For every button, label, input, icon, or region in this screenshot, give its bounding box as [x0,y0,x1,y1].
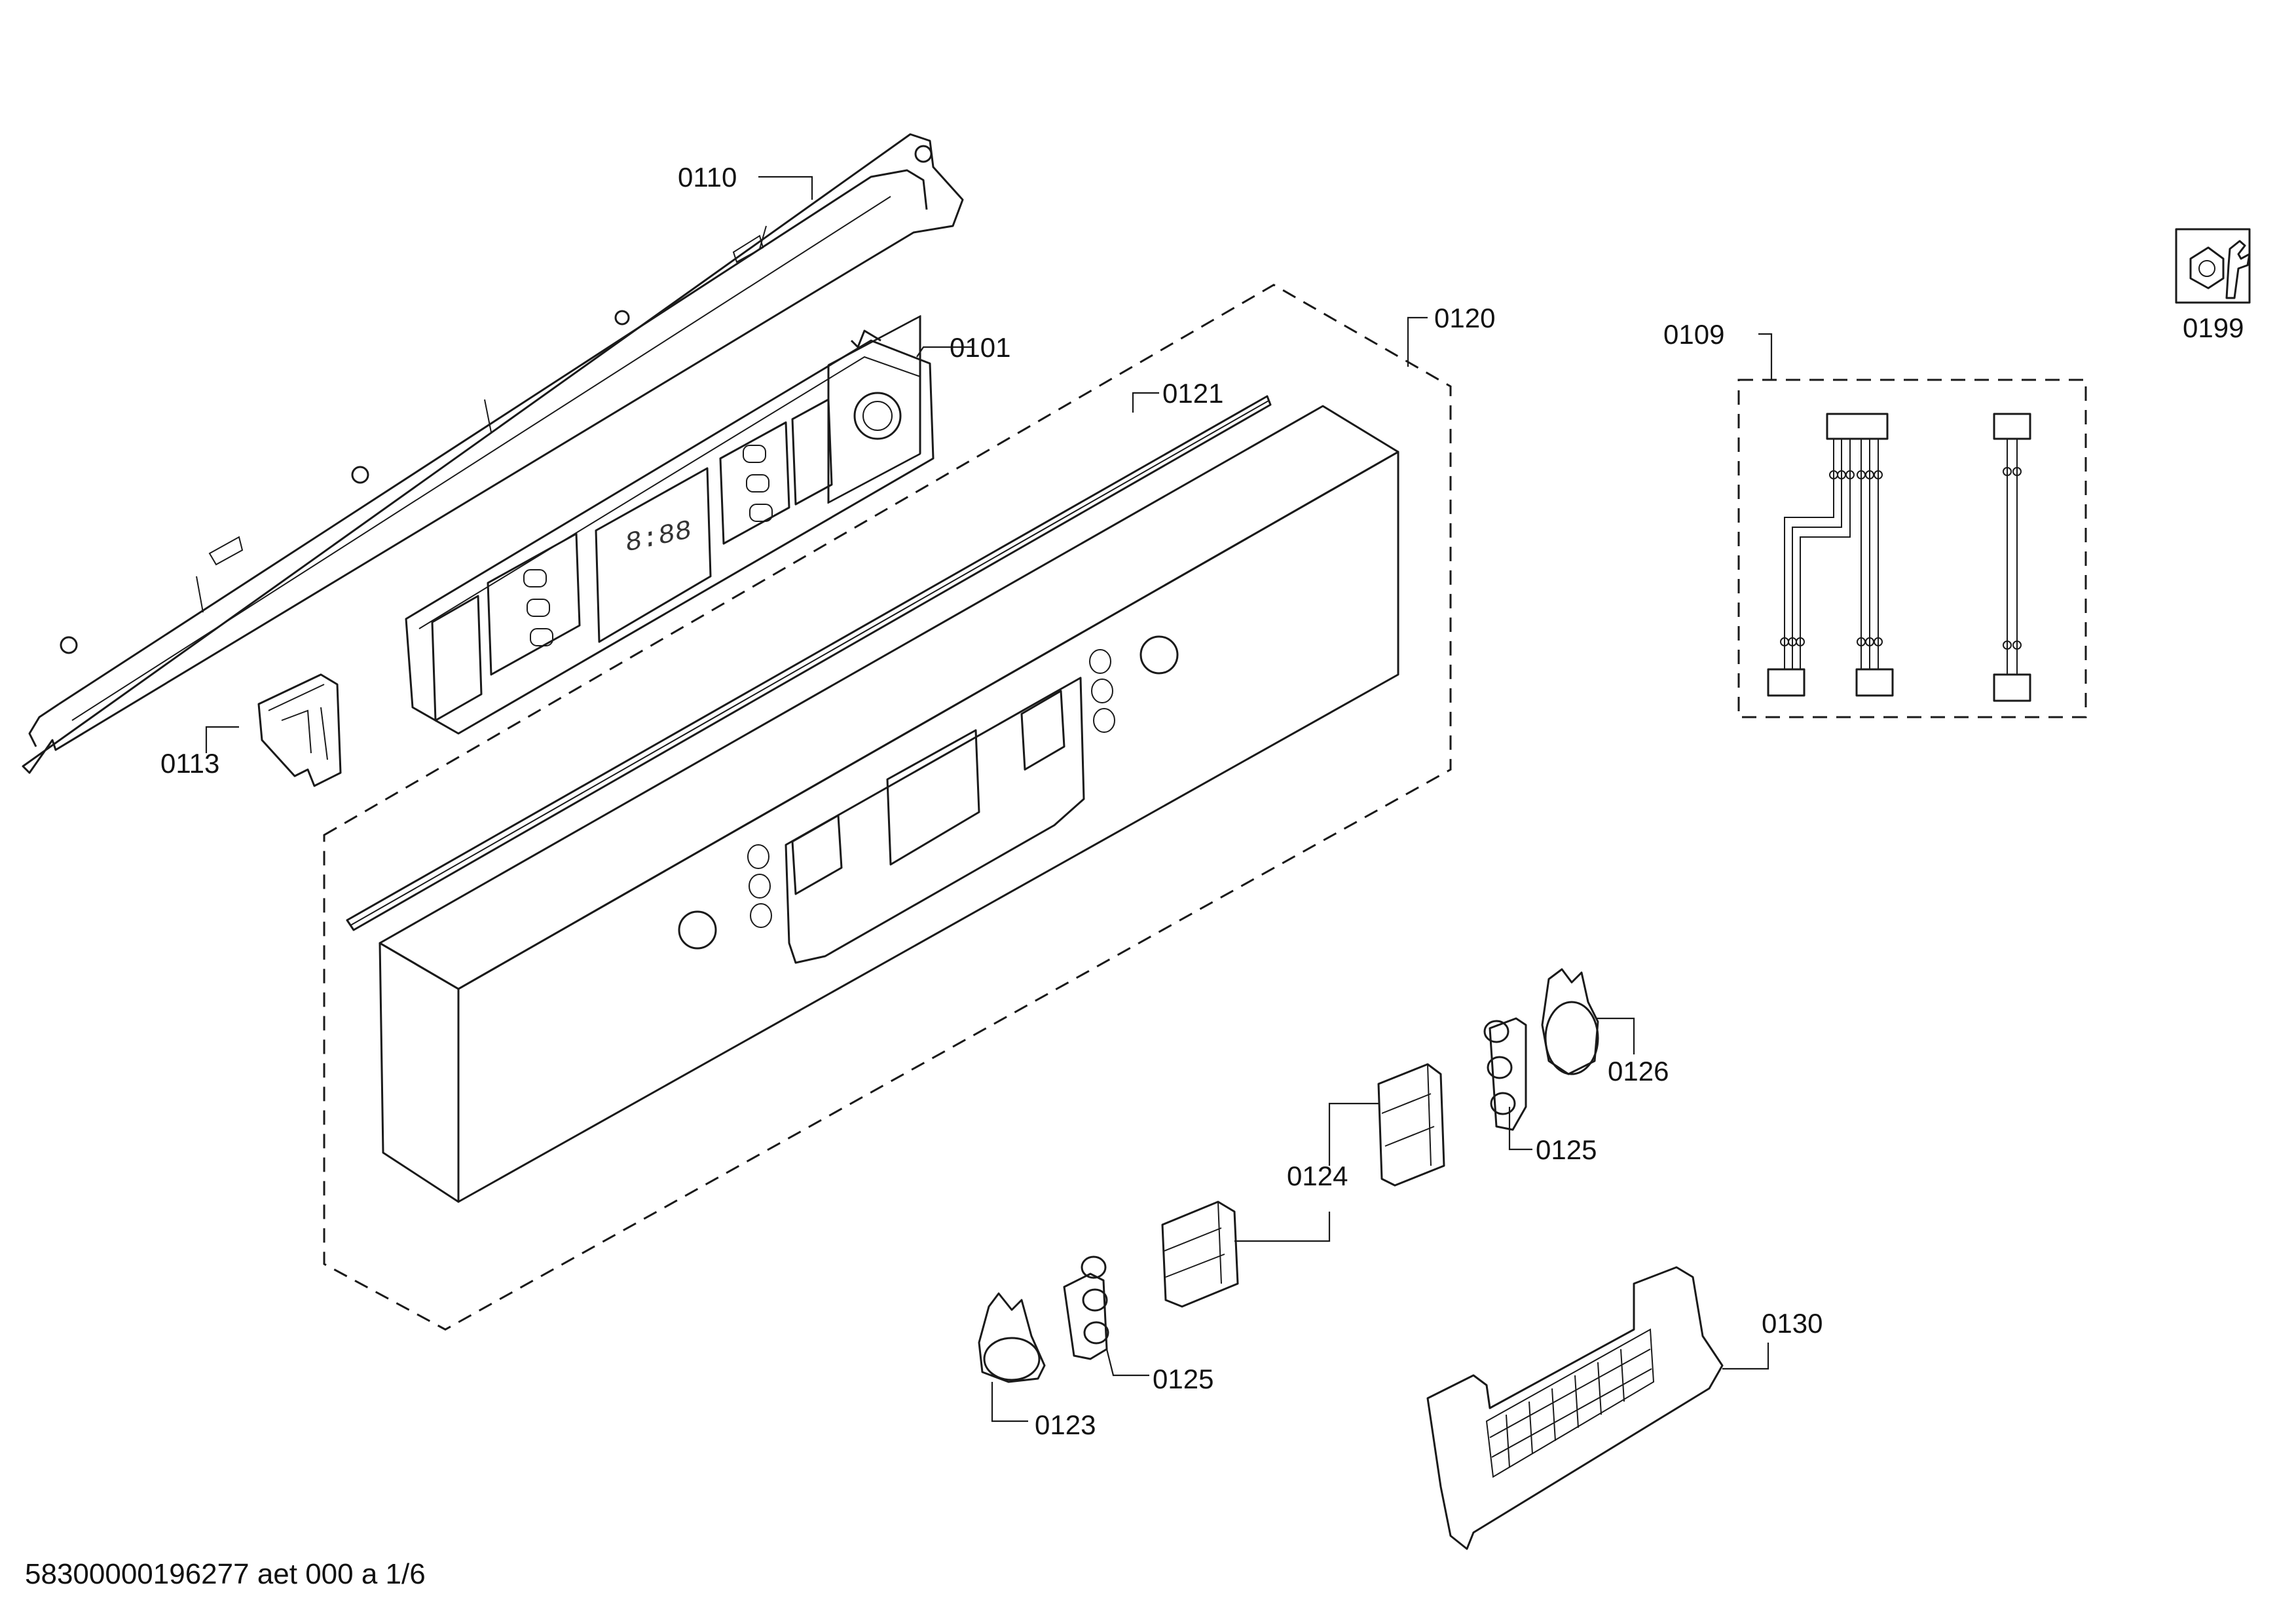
callout-0123: 0123 [1035,1409,1096,1440]
callout-0113: 0113 [160,748,219,779]
part-0125-button-carrier-upper [1483,1017,1527,1131]
part-0113-bracket [257,673,342,787]
drawing-reference-footer: 58300000196277 aet 000 a 1/6 [25,1558,426,1590]
callout-0124: 0124 [1287,1161,1348,1191]
callout-0199: 0199 [2183,312,2244,343]
part-0124-switch-block-upper [1377,1063,1445,1187]
callout-0125-lower: 0125 [1153,1364,1213,1394]
leader-lines [205,176,1773,1422]
group-0120-boundary [323,284,1452,1331]
part-0126-rotary-knob [1541,968,1599,1075]
callout-0110: 0110 [678,162,737,193]
svg-text:8:88: 8:88 [625,515,692,560]
callout-0120: 0120 [1434,303,1495,333]
part-control-panel-fascia [379,405,1399,1203]
part-0125-button-carrier-lower [1063,1255,1109,1360]
callout-0121: 0121 [1162,378,1223,409]
callout-0126: 0126 [1608,1056,1669,1087]
part-0121-seal-strip [346,395,1272,931]
callout-0125-upper: 0125 [1536,1134,1597,1165]
group-0109-boundary [1737,379,2087,718]
callout-0101: 0101 [950,332,1010,363]
callout-0130: 0130 [1762,1308,1823,1339]
part-0130-cable-holder [1426,1266,1724,1550]
part-0110-rail [22,133,964,774]
part-0109-cable-harness [1767,413,2031,702]
part-0123-rotary-knob [978,1292,1046,1383]
part-0124-switch-block-lower [1161,1200,1239,1308]
wrench-nut-icon [2175,228,2251,304]
callout-0109: 0109 [1663,319,1724,350]
